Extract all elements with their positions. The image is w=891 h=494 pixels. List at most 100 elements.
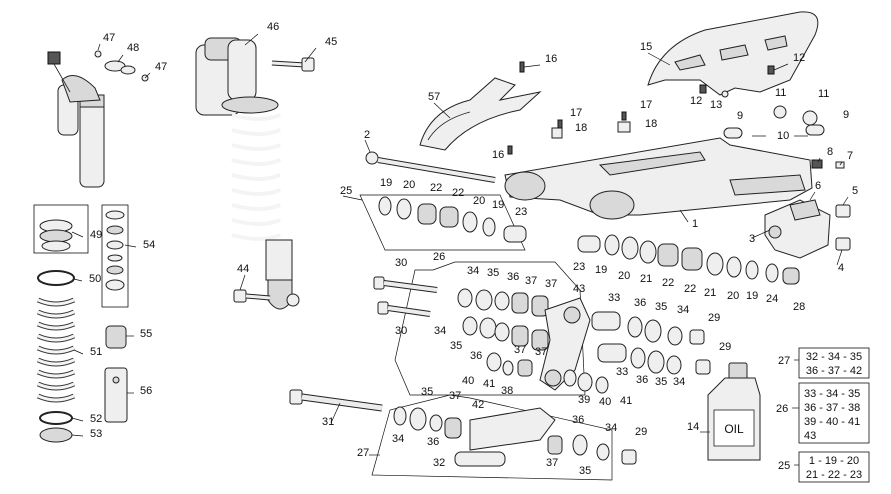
callout-c2: 2 xyxy=(364,129,370,141)
kit-number-27: 27 xyxy=(778,355,790,367)
callout-c8: 8 xyxy=(827,146,833,158)
callout-c6: 6 xyxy=(815,180,821,192)
callout-c36d: 36 xyxy=(636,374,648,386)
callout-c37c: 37 xyxy=(514,344,526,356)
callout-c7: 7 xyxy=(847,150,853,162)
callout-c20c: 20 xyxy=(618,270,630,282)
callout-c41b: 41 xyxy=(620,395,632,407)
callout-c23b: 23 xyxy=(573,261,585,273)
callout-c46: 46 xyxy=(267,21,279,33)
callout-c4: 4 xyxy=(838,262,844,274)
callout-c30a: 30 xyxy=(395,257,407,269)
callout-c29a: 29 xyxy=(708,312,720,324)
callout-c45: 45 xyxy=(325,36,337,48)
oil-bottle: OIL xyxy=(707,362,761,461)
kit-row: 36 - 37 - 38 xyxy=(804,402,860,414)
callout-c9a: 9 xyxy=(737,110,743,122)
callout-c57: 57 xyxy=(428,91,440,103)
main-shock-absorber xyxy=(195,37,300,310)
callout-c15: 15 xyxy=(640,41,652,53)
kit-box-25: 25 1 - 19 - 20 21 - 22 - 23 xyxy=(778,451,870,483)
kit-number-26: 26 xyxy=(776,403,788,415)
chain-guard-15 xyxy=(647,11,819,96)
callout-c34f: 34 xyxy=(605,422,617,434)
bearing-group-25 xyxy=(359,194,527,251)
kit-row: 36 - 37 - 42 xyxy=(806,365,862,377)
callout-c44: 44 xyxy=(237,263,249,275)
callout-c27a: 27 xyxy=(357,447,369,459)
callout-c43: 43 xyxy=(573,283,585,295)
callout-c14: 14 xyxy=(687,421,699,433)
callout-c30b: 30 xyxy=(395,325,407,337)
shock-reservoir-small xyxy=(47,50,149,188)
shock-internal-parts xyxy=(33,204,129,443)
callout-c35e: 35 xyxy=(421,386,433,398)
axle-2 xyxy=(365,151,496,183)
callout-c13: 13 xyxy=(710,99,722,111)
callout-c21b: 21 xyxy=(704,287,716,299)
callout-c12a: 12 xyxy=(793,52,805,64)
callout-c12b: 12 xyxy=(690,95,702,107)
callout-c33a: 33 xyxy=(608,292,620,304)
callout-c20b: 20 xyxy=(473,195,485,207)
callout-c48: 48 xyxy=(127,42,139,54)
callout-c22a: 22 xyxy=(430,182,442,194)
callout-c24: 24 xyxy=(766,293,778,305)
callout-c20d: 20 xyxy=(727,290,739,302)
callout-c18a: 18 xyxy=(575,122,587,134)
callout-c53: 53 xyxy=(90,428,102,440)
callout-c35b: 35 xyxy=(655,301,667,313)
callout-c29c: 29 xyxy=(635,426,647,438)
callout-c17a: 17 xyxy=(570,107,582,119)
callout-c23a: 23 xyxy=(515,206,527,218)
callout-c19c: 19 xyxy=(595,264,607,276)
callout-c1: 1 xyxy=(692,218,698,230)
callout-c17b: 17 xyxy=(640,99,652,111)
callout-c18b: 18 xyxy=(645,118,657,130)
linkage-group-27 xyxy=(289,389,613,481)
callout-c35c: 35 xyxy=(450,340,462,352)
callout-c28: 28 xyxy=(793,301,805,313)
callout-c40b: 40 xyxy=(599,396,611,408)
callout-c37d: 37 xyxy=(535,346,547,358)
callout-c32: 32 xyxy=(433,457,445,469)
callout-c10: 10 xyxy=(777,130,789,142)
bearing-row-right xyxy=(577,234,800,285)
callout-c35d: 35 xyxy=(655,376,667,388)
callout-c16a: 16 xyxy=(545,53,557,65)
kit-row: 33 - 34 - 35 xyxy=(804,388,860,400)
callout-c34c: 34 xyxy=(434,325,446,337)
callout-c34b: 34 xyxy=(677,304,689,316)
kit-row: 43 xyxy=(804,430,816,442)
callout-c34a: 34 xyxy=(467,265,479,277)
callout-c21a: 21 xyxy=(640,273,652,285)
callout-c36f: 36 xyxy=(572,414,584,426)
callout-c40a: 40 xyxy=(462,375,474,387)
callout-c3: 3 xyxy=(749,233,755,245)
callout-c19d: 19 xyxy=(746,290,758,302)
callout-c56: 56 xyxy=(140,385,152,397)
callout-c37b: 37 xyxy=(545,278,557,290)
callout-c37e: 37 xyxy=(449,390,461,402)
callout-c11a: 11 xyxy=(775,87,786,99)
callout-c25a: 25 xyxy=(340,185,352,197)
bracket-3 xyxy=(764,199,831,259)
callout-c22c: 22 xyxy=(662,277,674,289)
swingarm-1 xyxy=(504,137,813,220)
callout-c37f: 37 xyxy=(546,457,558,469)
nuts-29 xyxy=(621,329,711,465)
callout-c34e: 34 xyxy=(392,433,404,445)
callout-c36c: 36 xyxy=(470,350,482,362)
callout-c29b: 29 xyxy=(719,341,731,353)
callout-c41a: 41 xyxy=(483,378,495,390)
callout-c54: 54 xyxy=(143,239,155,251)
kit-box-26: 26 33 - 34 - 35 36 - 37 - 38 39 - 40 - 4… xyxy=(776,382,870,444)
callout-c31: 31 xyxy=(322,416,334,428)
kit-row: 32 - 34 - 35 xyxy=(806,351,862,363)
callout-c9b: 9 xyxy=(843,109,849,121)
callout-c26a: 26 xyxy=(433,251,445,263)
callout-c47a: 47 xyxy=(103,32,115,44)
callout-c51: 51 xyxy=(90,346,102,358)
